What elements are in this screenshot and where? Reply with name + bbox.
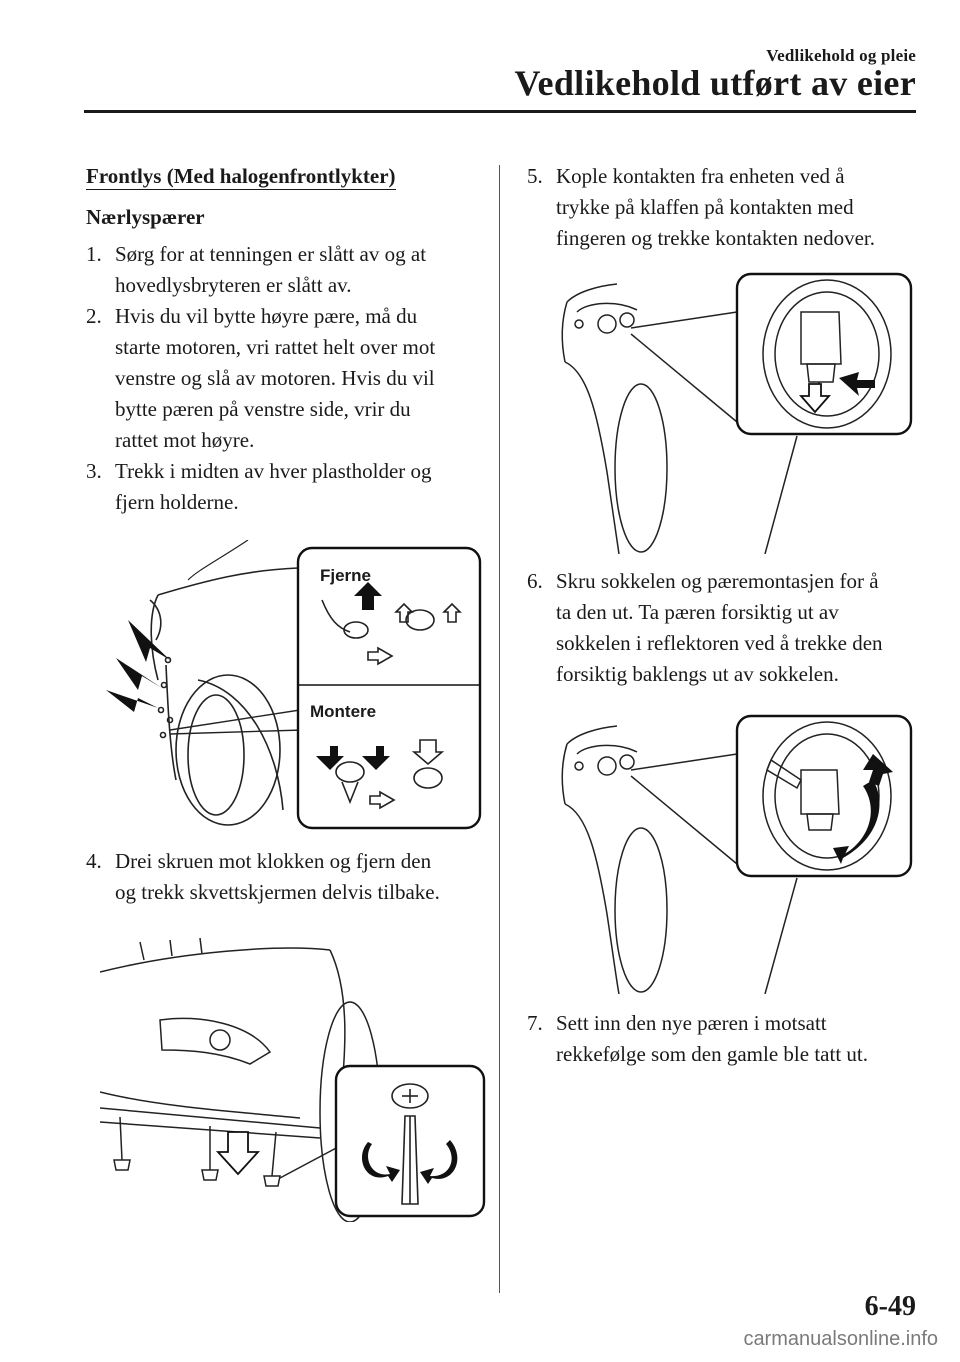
step-text-line: rattet mot høyre.	[115, 428, 255, 452]
label-remove: Fjerne	[320, 566, 372, 585]
step-text-line: forsiktig baklengs ut av sokkelen.	[556, 662, 839, 686]
step-text-line: fjern holderne.	[115, 490, 239, 514]
step-text-line: Trekk i midten av hver plastholder og	[115, 459, 432, 483]
right-column: 5. Kople kontakten fra enheten ved å try…	[527, 161, 927, 1070]
step-text-line: starte motoren, vri rattet helt over mot	[115, 335, 436, 359]
step-text-line: venstre og slå av motoren. Hvis du vil	[115, 366, 435, 390]
step-2: 2. Hvis du vil bytte høyre pære, må du s…	[86, 301, 486, 456]
subsection-title: Nærlyspærer	[86, 205, 205, 229]
step-text-line: rekkefølge som den gamle ble tatt ut.	[556, 1042, 868, 1066]
page-number: 6-49	[864, 1291, 916, 1322]
column-divider	[499, 165, 500, 1293]
step-text-line: Drei skruen mot klokken og fjern den	[115, 849, 432, 873]
step-text-line: Hvis du vil bytte høyre pære, må du	[115, 304, 418, 328]
figure-bulb-socket	[557, 714, 917, 994]
step-text-line: Sett inn den nye pæren i motsatt	[556, 1011, 827, 1035]
page-title: Vedlikehold utført av eier	[514, 63, 916, 103]
step-text-line: bytte pæren på venstre side, vrir du	[115, 397, 411, 421]
bulb-illustration	[561, 714, 913, 994]
step-text-line: fingeren og trekke kontakten nedover.	[556, 226, 875, 250]
step-text-line: og trekk skvettskjermen delvis tilbake.	[115, 880, 440, 904]
step-5: 5. Kople kontakten fra enheten ved å try…	[527, 161, 927, 254]
step-text-line: trykke på klaffen på kontakten med	[556, 195, 854, 219]
step-text-line: sokkelen i reflektoren ved å trekke den	[556, 631, 883, 655]
figure-connector	[557, 272, 917, 554]
header-rule	[84, 110, 916, 113]
screw-illustration	[100, 937, 486, 1222]
step-text-line: Sørg for at tenningen er slått av og at	[115, 242, 427, 266]
connector-illustration	[561, 272, 913, 554]
figure-plastic-holders: Fjerne Montere	[98, 540, 488, 832]
watermark: carmanualsonline.info	[743, 1328, 938, 1350]
figure-mudguard-screw	[100, 932, 490, 1222]
header-section: Vedlikehold og pleie	[766, 46, 916, 65]
step-text-line: hovedlysbryteren er slått av.	[115, 273, 352, 297]
holder-illustration	[106, 540, 482, 830]
step-number: 1.	[86, 242, 102, 266]
step-text-line: ta den ut. Ta pæren forsiktig ut av	[556, 600, 839, 624]
step-text-line: Skru sokkelen og pæremontasjen for å	[556, 569, 879, 593]
label-install: Montere	[310, 702, 377, 721]
step-4: 4. Drei skruen mot klokken og fjern den …	[86, 846, 486, 908]
step-number: 6.	[527, 569, 543, 593]
section-title: Frontlys (Med halogenfrontlykter)	[86, 164, 396, 190]
left-column: Frontlys (Med halogenfrontlykter) Nærlys…	[86, 161, 486, 1222]
step-number: 5.	[527, 164, 543, 188]
step-number: 7.	[527, 1011, 543, 1035]
step-text-line: Kople kontakten fra enheten ved å	[556, 164, 845, 188]
step-3: 3. Trekk i midten av hver plastholder og…	[86, 456, 486, 518]
step-7: 7. Sett inn den nye pæren i motsatt rekk…	[527, 1008, 927, 1070]
step-number: 2.	[86, 304, 102, 328]
step-6: 6. Skru sokkelen og pæremontasjen for å …	[527, 566, 927, 690]
step-number: 3.	[86, 459, 102, 483]
step-number: 4.	[86, 849, 102, 873]
step-1: 1. Sørg for at tenningen er slått av og …	[86, 239, 486, 301]
